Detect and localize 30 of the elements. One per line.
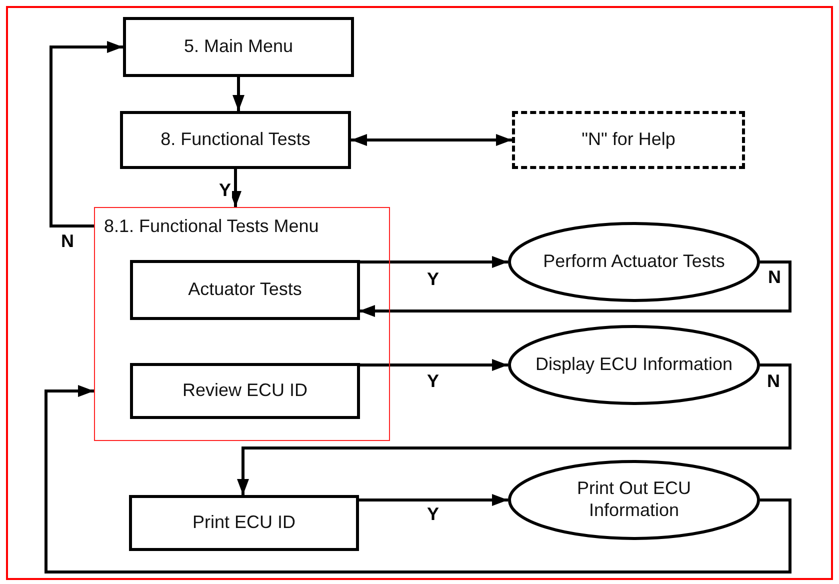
group-title: 8.1. Functional Tests Menu: [104, 216, 319, 238]
node-label: 8. Functional Tests: [160, 129, 310, 151]
process-box: [120, 111, 351, 169]
action-ellipse: [508, 222, 760, 302]
node-label: Perform Actuator Tests: [543, 251, 725, 273]
process-box: [123, 17, 354, 77]
arrow: [44, 385, 792, 574]
arrow: [50, 41, 123, 228]
action-ellipse: [508, 460, 760, 540]
action-ellipse: [508, 325, 760, 405]
node-label: 5. Main Menu: [184, 36, 294, 58]
menu-group-frame: [94, 207, 390, 441]
process-box: [130, 260, 360, 320]
arrow: [359, 260, 792, 317]
node-label: Actuator Tests: [188, 279, 302, 301]
node-label: Review ECU ID: [182, 380, 308, 402]
arrow: [359, 494, 508, 506]
node-label: Print Out ECU Information: [576, 478, 692, 522]
arrow: [232, 77, 244, 111]
arrow: [351, 134, 512, 146]
node-label: "N" for Help: [582, 129, 676, 151]
arrow: [359, 359, 508, 371]
edge-label: Y: [218, 181, 232, 201]
arrow: [359, 256, 508, 268]
node-label: Print ECU ID: [192, 512, 296, 534]
help-box: [512, 111, 745, 169]
process-box: [129, 495, 359, 551]
arrow: [237, 364, 792, 495]
process-box: [130, 363, 360, 419]
node-label: Display ECU Information: [535, 354, 733, 376]
